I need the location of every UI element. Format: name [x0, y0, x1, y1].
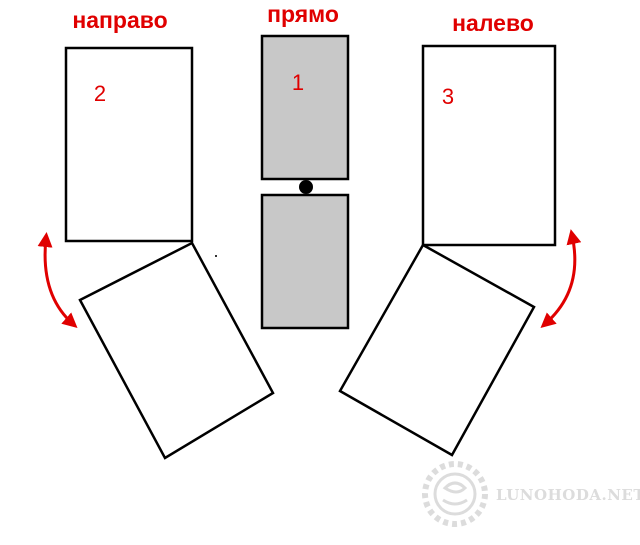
number-straight: 1	[292, 70, 304, 95]
label-right: направо	[72, 7, 167, 33]
watermark: LUNOHODA.NET	[422, 461, 640, 527]
watermark-logo-icon	[422, 461, 488, 527]
left-swing-arrow	[540, 229, 582, 328]
watermark-text: LUNOHODA.NET	[496, 486, 640, 504]
number-right: 2	[94, 81, 106, 106]
left-front-segment	[421, 44, 557, 247]
stray-dot	[215, 255, 217, 257]
straight-front-segment	[260, 34, 350, 181]
label-left: налево	[452, 10, 534, 36]
number-left: 3	[442, 84, 454, 109]
label-straight: прямо	[267, 1, 339, 27]
left-rear-segment	[338, 243, 536, 457]
right-front-segment	[64, 46, 194, 243]
pivot-joint	[299, 180, 313, 194]
straight-rear-segment	[260, 193, 350, 330]
right-rear-segment	[78, 241, 275, 460]
right-swing-arrow	[37, 232, 78, 328]
